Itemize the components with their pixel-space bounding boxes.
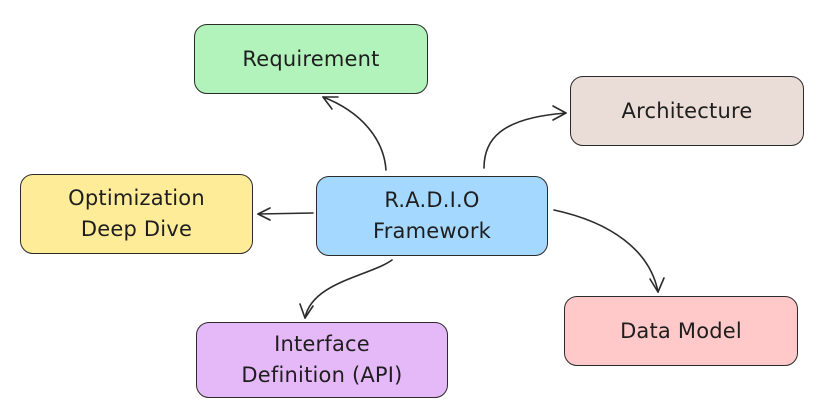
node-interface-line2: Definition (API) [241,363,403,387]
arrow-to-interface [299,259,393,319]
node-data-model-label: Data Model [620,318,742,343]
node-interface-definition[interactable]: Interface Definition (API) [196,322,448,398]
arrow-to-architecture [483,105,567,169]
node-optimization-line1: Optimization [68,186,205,210]
arrow-to-requirement [322,96,387,171]
node-requirement-label: Requirement [242,46,380,71]
arrow-to-data-model [553,209,665,293]
node-radio-line2: Framework [372,219,492,243]
node-architecture[interactable]: Architecture [570,76,804,146]
node-optimization-line2: Deep Dive [80,217,193,241]
arrow-to-optimization [257,207,314,221]
node-requirement[interactable]: Requirement [194,24,428,94]
node-interface-line1: Interface [274,332,370,356]
node-architecture-label: Architecture [621,98,753,123]
node-radio-framework[interactable]: R.A.D.I.O Framework [316,176,548,256]
node-radio-line1: R.A.D.I.O [384,188,480,212]
node-optimization[interactable]: Optimization Deep Dive [20,174,253,254]
node-data-model[interactable]: Data Model [564,296,798,366]
